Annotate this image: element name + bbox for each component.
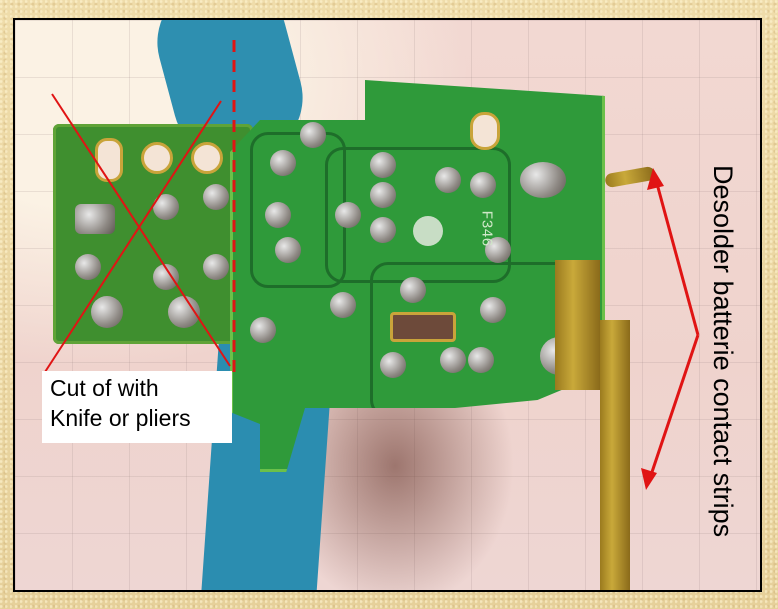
solder-pad [330, 292, 356, 318]
pcb-hole [95, 138, 123, 182]
desolder-instruction-label: Desolder batterie contact strips [700, 165, 740, 555]
solder-pad [380, 352, 406, 378]
solder-pad [480, 297, 506, 323]
battery-contact-strip-upper [555, 260, 600, 390]
solder-pad [440, 347, 466, 373]
solder-pad [250, 317, 276, 343]
solder-pad [168, 296, 200, 328]
solder-pad [485, 237, 511, 263]
pcb-hole [191, 142, 223, 174]
pcb-hole [141, 142, 173, 174]
solder-pad [91, 296, 123, 328]
solder-pad [370, 217, 396, 243]
solder-pad [270, 150, 296, 176]
pcb-silkscreen-code: F346 [477, 210, 495, 247]
solder-pad [335, 202, 361, 228]
pcb-hole [470, 112, 500, 150]
solder-pad [370, 152, 396, 178]
solder-pad [203, 254, 229, 280]
pcb-slot [390, 312, 456, 342]
solder-pad [520, 162, 566, 198]
cut-label-line2: Knife or pliers [50, 405, 191, 431]
solder-pad [470, 172, 496, 198]
solder-pad [300, 122, 326, 148]
pcb-marker-dot [413, 216, 443, 246]
solder-pad [75, 254, 101, 280]
solder-pad [153, 264, 179, 290]
pcb-cut-section [53, 124, 253, 344]
solder-pad [400, 277, 426, 303]
solder-pad [370, 182, 396, 208]
cut-label-line1: Cut of with [50, 375, 159, 401]
cut-instruction-label: Cut of with Knife or pliers [42, 371, 232, 443]
solder-pad [153, 194, 179, 220]
solder-pad [435, 167, 461, 193]
photo-frame: F346 [13, 18, 762, 592]
solder-pad [203, 184, 229, 210]
solder-pad [275, 237, 301, 263]
battery-contact-strip [600, 320, 630, 590]
solder-pad [75, 204, 115, 234]
desolder-label-text: Desolder batterie contact strips [708, 165, 738, 538]
solder-pad [468, 347, 494, 373]
solder-pad [265, 202, 291, 228]
